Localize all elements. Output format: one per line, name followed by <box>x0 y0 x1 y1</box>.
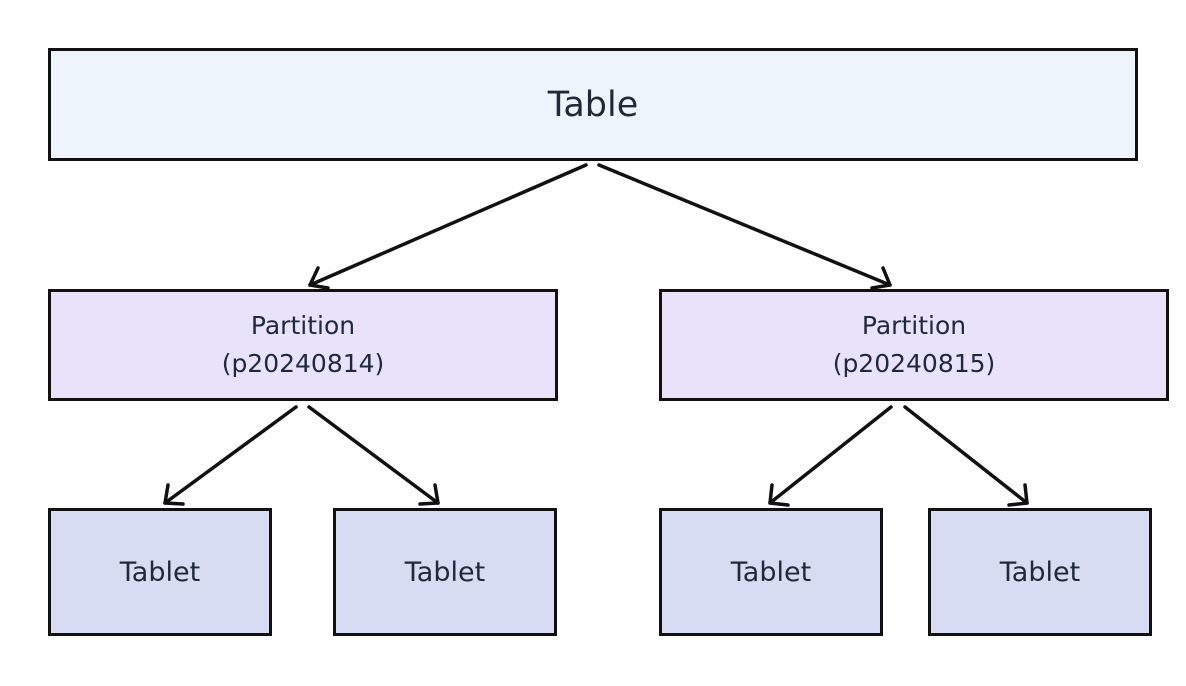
arrow-partition-2-to-tablet-3 <box>768 405 893 507</box>
tablet-label: Tablet <box>730 556 812 588</box>
tablet-label: Tablet <box>119 556 201 588</box>
tablet-label: Tablet <box>999 556 1081 588</box>
tablet-node: Tablet <box>928 508 1152 636</box>
table-node: Table <box>48 48 1138 161</box>
tablet-node: Tablet <box>48 508 272 636</box>
tablet-label: Tablet <box>404 556 486 588</box>
partition-name: (p20240814) <box>221 349 385 378</box>
arrow-table-to-partition-1 <box>308 163 588 290</box>
table-label: Table <box>547 84 639 125</box>
tablet-node: Tablet <box>659 508 883 636</box>
tablet-node: Tablet <box>333 508 557 636</box>
arrow-table-to-partition-2 <box>597 163 892 290</box>
partition-label: Partition <box>861 311 967 340</box>
partition-node-p20240814: Partition (p20240814) <box>48 289 558 401</box>
arrow-partition-1-to-tablet-1 <box>163 405 298 506</box>
arrow-partition-2-to-tablet-4 <box>903 405 1029 507</box>
partition-name: (p20240815) <box>832 349 996 378</box>
partition-node-p20240815: Partition (p20240815) <box>659 289 1169 401</box>
arrow-partition-1-to-tablet-2 <box>307 405 440 506</box>
partition-label: Partition <box>250 311 356 340</box>
